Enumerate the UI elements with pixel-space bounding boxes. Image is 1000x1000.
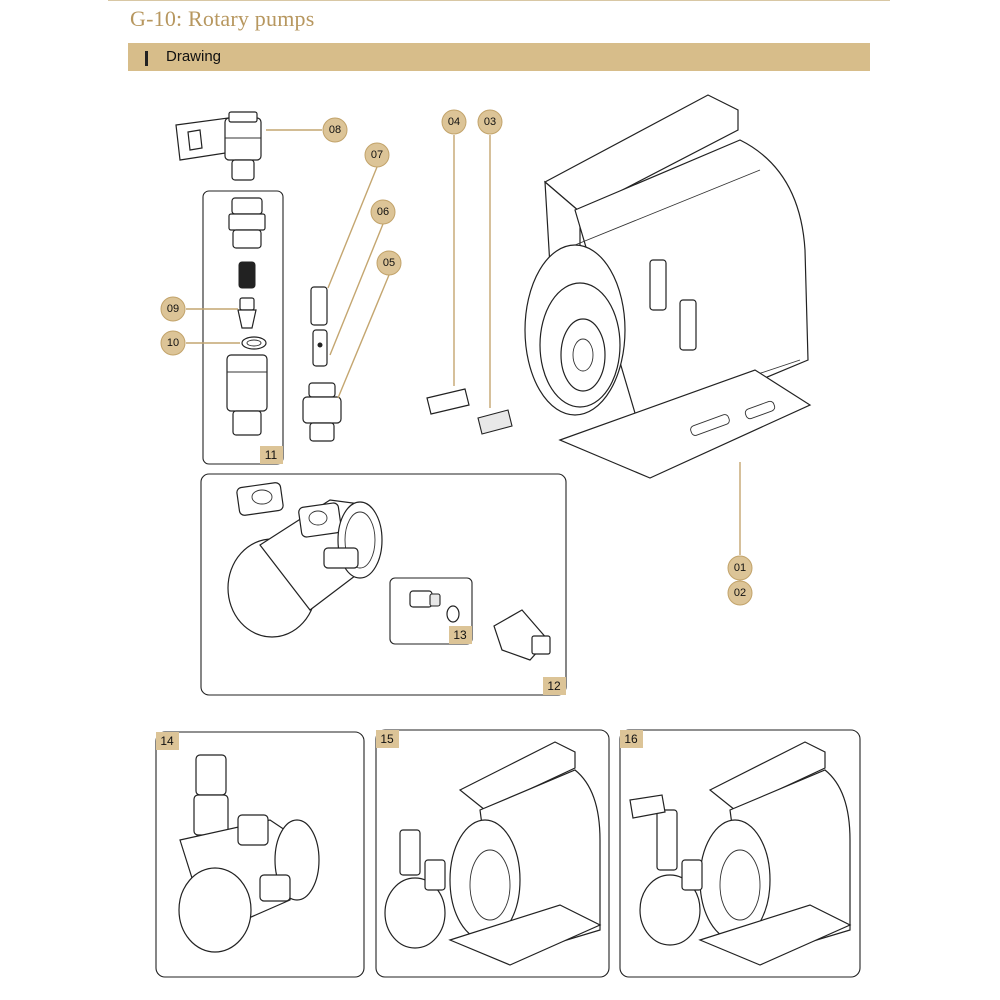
svg-text:08: 08 [329,124,341,136]
assembly-box-11 [202,190,284,465]
svg-text:01: 01 [734,562,746,574]
svg-text:09: 09 [167,303,179,315]
tag-15: 15 [376,730,399,748]
leader-07 [327,166,378,289]
top-rule [108,0,890,1]
svg-text:03: 03 [484,116,496,128]
svg-text:14: 14 [160,734,174,748]
callout-07: 07 [364,142,390,168]
svg-text:16: 16 [624,732,638,746]
part-04-key [426,388,470,415]
pump-motor-assembly-15 [384,741,602,966]
panel-box-16 [619,729,861,978]
part-09-valve-spring [237,297,257,329]
svg-text:15: 15 [380,732,394,746]
svg-text:06: 06 [377,206,389,218]
svg-text:13: 13 [453,628,467,642]
callout-08: 08 [322,117,348,143]
svg-text:02: 02 [734,587,746,599]
callout-05: 05 [376,250,402,276]
tag-13: 13 [449,626,472,644]
callout-02: 02 [727,580,753,606]
part-01-motor [524,94,809,431]
assembly-box-13 [389,577,473,645]
svg-text:07: 07 [371,149,383,161]
part-12-adjuster [493,609,551,661]
callout-03: 03 [477,109,503,135]
section-marker [145,51,148,66]
panel-box-14 [155,731,365,978]
part-13-bypass-screw [409,590,460,623]
part-02-motor-base [558,369,812,479]
callout-06: 06 [370,199,396,225]
part-12-pump-body [227,482,383,638]
page-title: G-10: Rotary pumps [130,6,315,31]
svg-text:05: 05 [383,257,395,269]
svg-text:04: 04 [448,116,460,128]
part-03-key [477,409,513,435]
part-11-check-valve [226,197,268,436]
svg-text:12: 12 [547,679,561,693]
callout-04: 04 [441,109,467,135]
part-08-valve-fitting [175,111,262,181]
callout-01: 01 [727,555,753,581]
svg-text:11: 11 [265,448,278,462]
part-10-o-ring [241,336,267,350]
tag-14: 14 [156,732,179,750]
section-header: Drawing [128,43,870,71]
svg-text:10: 10 [167,337,179,349]
tag-16: 16 [620,730,643,748]
assembly-box-12 [200,473,567,696]
pump-head-assembly-14 [178,754,320,953]
part-05-nut [302,382,342,442]
callout-10: 10 [160,330,186,356]
panel-box-15 [375,729,610,978]
leader-05 [337,274,390,399]
section-label: Drawing [166,48,222,65]
leader-06 [329,223,384,356]
part-06-pin [312,329,328,367]
callout-09: 09 [160,296,186,322]
part-07-sleeve [310,286,328,326]
tag-12: 12 [543,677,566,695]
pump-motor-valve-assembly-16 [629,741,852,966]
tag-11: 11 [260,446,283,464]
